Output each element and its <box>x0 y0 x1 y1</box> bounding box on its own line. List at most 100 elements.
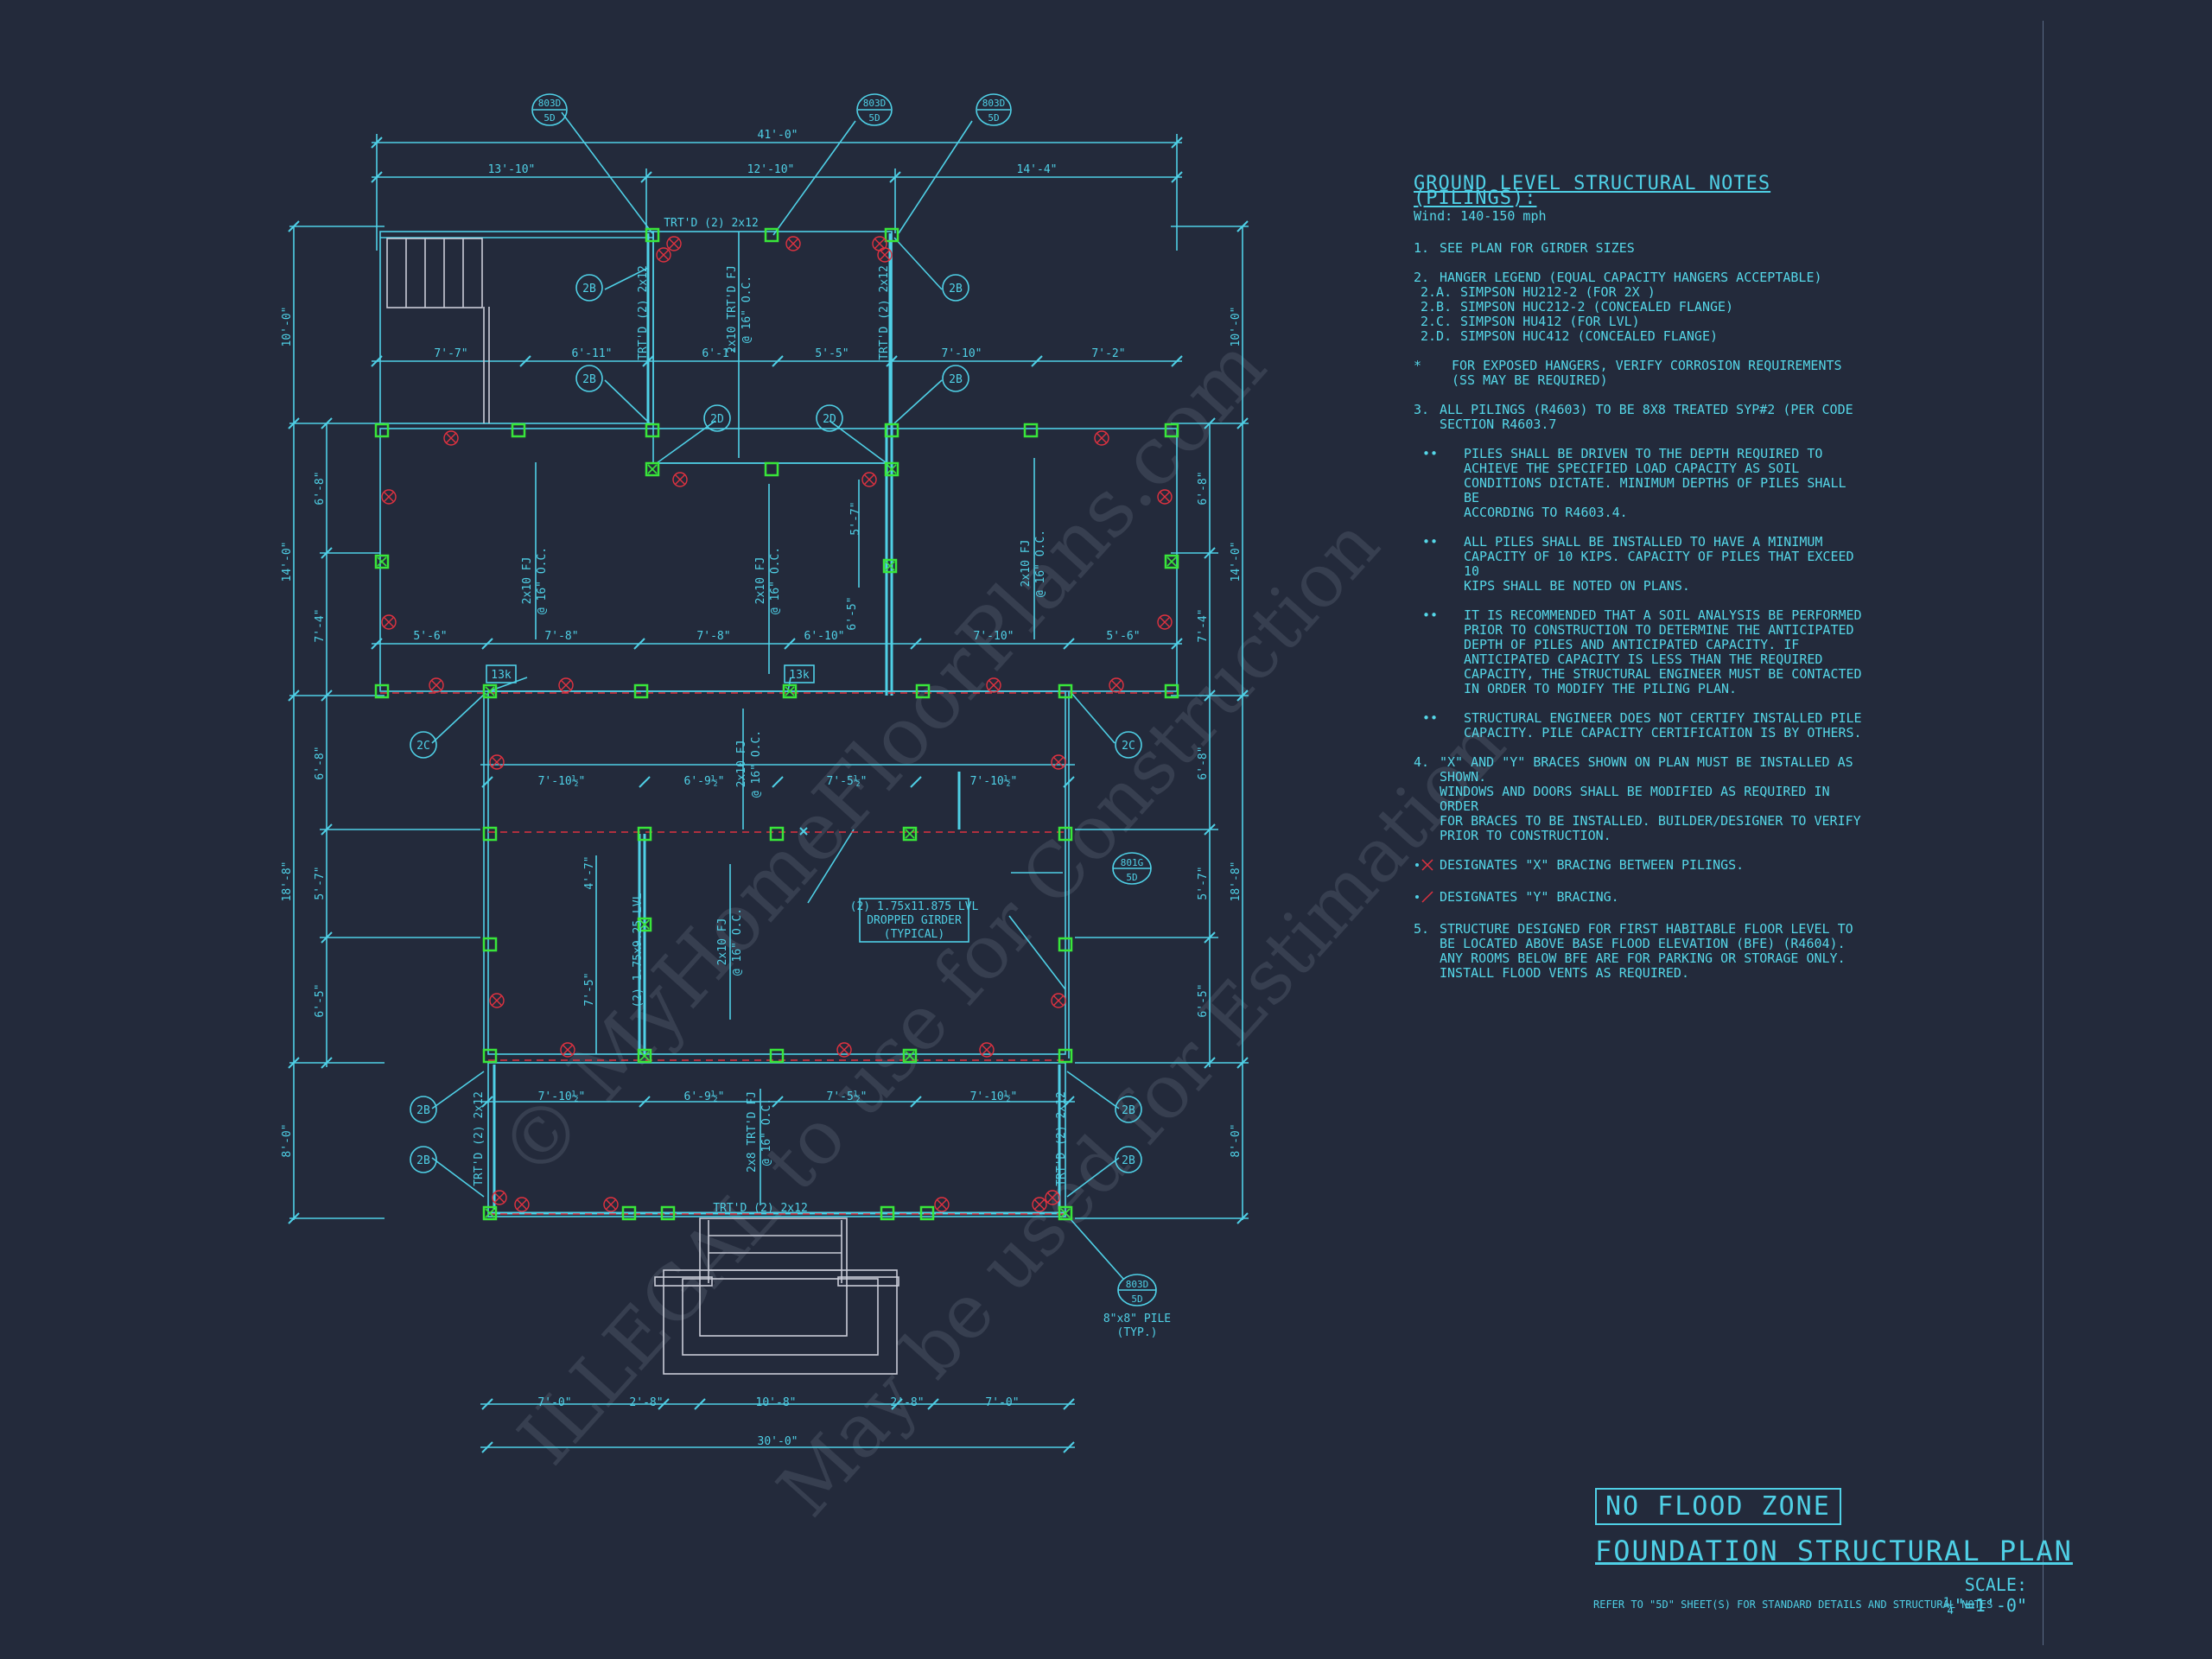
dim-r1-4: 5'-5" <box>815 347 849 360</box>
pile-label-1: 8"x8" PILE <box>1103 1313 1171 1325</box>
dim-r2-4: 6'-10" <box>804 630 845 643</box>
dim-left-4: 8'-0" <box>281 1123 294 1157</box>
dim-right-1: 10'-0" <box>1230 307 1243 347</box>
dim-left-s5: 6'-5" <box>314 983 327 1017</box>
x-braces <box>381 236 1173 1212</box>
legend-x-bracing: DESIGNATES "X" BRACING BETWEEN PILINGS. <box>1414 858 1863 875</box>
drawing-scale: SCALE: ¼"=1'-0" <box>1943 1574 2027 1616</box>
dim-left-2: 14'-0" <box>281 542 294 582</box>
det-b-bottom: 5D <box>543 112 555 124</box>
dim-overall-top: 41'-0" <box>758 129 798 142</box>
dim-bot-4: 2'-8" <box>890 1396 924 1409</box>
legend-y-bracing: DESIGNATES "Y" BRACING. <box>1414 890 1863 907</box>
beam-v3: TRT'D (2) 2x12 <box>473 1091 486 1186</box>
dim-r4-3: 7'-5½" <box>827 1090 868 1103</box>
joist-5b: @ 16" O.C. <box>750 730 763 798</box>
dim-top-3: 14'-4" <box>1017 163 1058 176</box>
tag-2b-8: 2B <box>1122 1154 1135 1167</box>
tag-2b-5: 2B <box>416 1104 430 1117</box>
note-3: 3.ALL PILINGS (R4603) TO BE 8X8 TREATED … <box>1414 402 1853 417</box>
dim-r1-5: 7'-10" <box>942 347 982 360</box>
note-2d: 2.D.SIMPSON HUC412 (CONCEALED FLANGE) <box>1421 328 1719 344</box>
joist-5: 2x10 FJ <box>735 741 748 788</box>
note-3-bullet-4: ••STRUCTURAL ENGINEER DOES NOT CERTIFY I… <box>1422 710 1862 741</box>
tag-2c-1: 2C <box>416 740 430 753</box>
joist-3b: @ 16" O.C. <box>769 547 782 614</box>
tag-2d-1: 2D <box>710 413 724 426</box>
tag-2b-4: 2B <box>949 373 963 386</box>
det-d-top: 801G <box>1121 857 1144 868</box>
dim-right-3: 18'-8" <box>1230 861 1243 902</box>
plan-labels: 41'-0" 13'-10" 12'-10" 14'-4" 7'-7" 6'-1… <box>413 98 1171 1448</box>
dim-r1-3: 6'-1" <box>702 347 735 360</box>
dim-bot-5: 7'-0" <box>985 1396 1019 1409</box>
beam-top-label: TRT'D (2) 2x12 <box>664 217 759 230</box>
piles <box>374 227 1179 1221</box>
joist-6b: @ 16" O.C. <box>731 908 744 976</box>
dim-right-s5: 6'-5" <box>1197 983 1210 1017</box>
dim-mid-v2: 6'-5" <box>846 596 859 630</box>
beam-v1: TRT'D (2) 2x12 <box>637 265 650 360</box>
det-c-bottom: 5D <box>988 112 999 124</box>
det-c-top: 803D <box>982 98 1006 109</box>
sheet-border-line <box>2043 21 2044 1645</box>
note-1: 1.SEE PLAN FOR GIRDER SIZES <box>1414 240 1635 256</box>
det-e-bottom: 5D <box>1131 1294 1142 1305</box>
dim-bot-2: 2'-8" <box>629 1396 663 1409</box>
dim-r4-4: 7'-10½" <box>970 1090 1018 1103</box>
det-a-top: 803D <box>863 98 887 109</box>
tag-13k-1: 13k <box>491 669 512 682</box>
dim-r4-2: 6'-9½" <box>684 1090 725 1103</box>
note-3-bullet-1: ••PILES SHALL BE DRIVEN TO THE DEPTH REQ… <box>1422 446 1847 520</box>
dim-r1-1: 7'-7" <box>434 347 467 360</box>
dim-left-1: 10'-0" <box>281 307 294 347</box>
dim-r3-2: 6'-9½" <box>684 775 725 788</box>
dim-r3-4: 7'-10½" <box>970 775 1018 788</box>
joist-7b: @ 16" O.C. <box>760 1098 773 1166</box>
dim-right-2: 14'-0" <box>1230 542 1243 582</box>
joist-4: 2x10 FJ <box>1020 540 1033 588</box>
dim-right-4: 8'-0" <box>1230 1123 1243 1157</box>
joist-3: 2x10 FJ <box>754 557 767 605</box>
note-2a: 2.A.SIMPSON HU212-2 (FOR 2X ) <box>1421 284 1656 300</box>
callout-circles <box>410 93 1157 1306</box>
dim-left-3: 18'-8" <box>281 861 294 902</box>
dim-top-2: 12'-10" <box>747 163 795 176</box>
dim-left-s3: 6'-8" <box>314 746 327 779</box>
note-4: 4."X" AND "Y" BRACES SHOWN ON PLAN MUST … <box>1414 754 1861 843</box>
girder-label-3: (TYPICAL) <box>884 928 944 941</box>
beam-v4: TRT'D (2) 2x12 <box>1055 1091 1068 1186</box>
note-2b: 2.B.SIMPSON HUC212-2 (CONCEALED FLANGE) <box>1421 299 1734 315</box>
dim-r2-5: 7'-10" <box>974 630 1014 643</box>
note-2c: 2.C.SIMPSON HU412 (FOR LVL) <box>1421 314 1640 329</box>
beam-v2: TRT'D (2) 2x12 <box>878 265 891 360</box>
joist-2: 2x10 FJ <box>521 557 534 605</box>
beam-bottom-label: TRT'D (2) 2x12 <box>713 1202 808 1215</box>
drawing-title: FOUNDATION STRUCTURAL PLAN <box>1595 1535 2073 1567</box>
dim-overall-bot: 30'-0" <box>758 1435 798 1448</box>
dim-r1-6: 7'-2" <box>1091 347 1125 360</box>
det-d-bottom: 5D <box>1126 872 1137 883</box>
joist-1b: @ 16" O.C. <box>741 276 753 343</box>
dim-mid-v1: 5'-7" <box>849 501 862 535</box>
dim-mid-v4: 7'-5" <box>583 972 596 1006</box>
dim-left-s4: 5'-7" <box>314 866 327 899</box>
note-3-bullet-3: ••IT IS RECOMMENDED THAT A SOIL ANALYSIS… <box>1422 607 1862 696</box>
dim-r1-2: 6'-11" <box>572 347 613 360</box>
drawing-reference-note: REFER TO "5D" SHEET(S) FOR STANDARD DETA… <box>1593 1599 1993 1611</box>
plan-vertical-labels: 10'-0" 14'-0" 18'-8" 8'-0" 6'-8" 7'-4" 6… <box>281 265 1243 1186</box>
notes-title: GROUND LEVEL STRUCTURAL NOTES (PILINGS): <box>1414 173 1771 209</box>
joist-2b: @ 16" O.C. <box>536 547 549 614</box>
dim-left-s1: 6'-8" <box>314 471 327 505</box>
joist-4b: @ 16" O.C. <box>1034 530 1047 597</box>
girder-label-1: (2) 1.75x11.875 LVL <box>850 900 979 913</box>
tag-13k-2: 13k <box>789 669 810 682</box>
det-b-top: 803D <box>538 98 562 109</box>
dim-r2-2: 7'-8" <box>544 630 578 643</box>
dim-r4-1: 7'-10½" <box>538 1090 586 1103</box>
tag-2b-1: 2B <box>582 283 596 296</box>
notes-wind: Wind: 140-150 mph <box>1414 208 1547 224</box>
note-3-bullet-2: ••ALL PILES SHALL BE INSTALLED TO HAVE A… <box>1422 534 1854 594</box>
dim-top-1: 13'-10" <box>488 163 536 176</box>
